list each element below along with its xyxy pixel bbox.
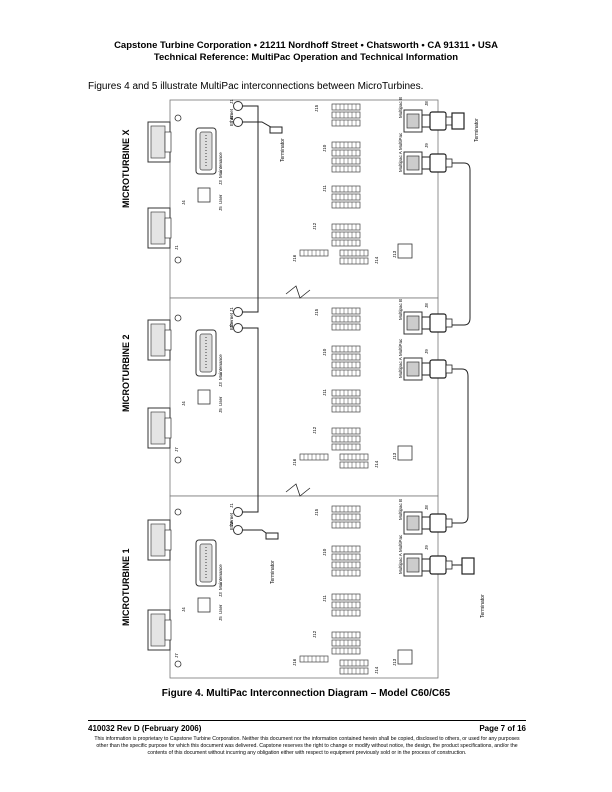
j8-label-2: J8 (424, 303, 429, 308)
j4-label-x: J4 (181, 200, 186, 205)
turbine-1-label: MICROTURBINE 1 (121, 548, 131, 626)
document-revision: 410032 Rev D (February 2006) (88, 724, 202, 733)
j10-label-1: J10 (322, 548, 327, 556)
j14-label-1: J14 (374, 666, 379, 674)
maintenance-label-1: Maintenance (218, 564, 223, 590)
header-line-2: Technical Reference: MultiPac Operation … (153, 52, 459, 63)
user-label-x: User (218, 194, 223, 204)
j14-label-2: J14 (374, 460, 379, 468)
j1-label-x-low: J1 (174, 245, 179, 250)
multipac-label-1: MultiPac (398, 534, 403, 552)
j13-label-2: J13 (392, 452, 397, 460)
j12-label-2: J12 (312, 426, 317, 434)
j1-label-x: J1 (229, 99, 234, 104)
multipac-b-label-x: Multipac B (398, 97, 403, 118)
j3-label-2: J3 (218, 382, 223, 387)
j12-label-x: J12 (312, 222, 317, 230)
j12-label-1: J12 (312, 630, 317, 638)
terminator-label-1-ethernet: Terminator (270, 560, 276, 584)
header-line-1: Capstone Turbine Corporation • 21211 Nor… (114, 40, 498, 51)
multipac-b-label-2: Multipac B (398, 299, 403, 320)
multipac-a-label-2: Multipac A (398, 357, 403, 378)
j4-label-2: J4 (181, 401, 186, 406)
break-mark-lower (285, 483, 311, 497)
cabling (242, 105, 471, 524)
j10-label-x: J10 (322, 144, 327, 152)
figure-caption: Figure 4. MultiPac Interconnection Diagr… (161, 688, 451, 699)
j11-label-x: J11 (322, 185, 327, 192)
page-number: Page 7 of 16 (479, 724, 526, 733)
break-mark-upper (285, 285, 311, 299)
j15-label-2: J15 (314, 308, 319, 316)
j11-label-2: J11 (322, 389, 327, 396)
terminator-label-x-multipac: Terminator (474, 118, 480, 142)
multipac-a-label-x: Multipac A (398, 151, 403, 172)
footer-divider (88, 720, 526, 721)
j5-label-2: J5 (218, 408, 223, 413)
user-label-1: User (218, 604, 223, 614)
terminator-label-1-multipac: Terminator (480, 594, 486, 618)
j16-label-1: J16 (292, 658, 297, 666)
microturbine-2-board: MICROTURBINE 2 J4 J7 Maintenance J3 User… (121, 297, 453, 497)
maintenance-label-x: Maintenance (218, 152, 223, 178)
j5-label-x: J5 (218, 206, 223, 211)
j8-label-1: J8 (424, 505, 429, 510)
j13-label-1: J13 (392, 658, 397, 666)
j14-label-x: J14 (374, 256, 379, 264)
j3-label-x: J3 (218, 180, 223, 185)
j15-label-x: J15 (314, 104, 319, 112)
j2-label-x: J2 (229, 115, 234, 120)
user-label-2: User (218, 396, 223, 406)
j13-label-x: J13 (392, 250, 397, 258)
j9-label-2: J9 (424, 349, 429, 354)
j7-label-2: J7 (174, 447, 179, 452)
j15-label-1: J15 (314, 508, 319, 516)
j16-label-x: J16 (292, 254, 297, 262)
proprietary-disclaimer: This information is proprietary to Capst… (94, 736, 520, 756)
j16-label-2: J16 (292, 458, 297, 466)
turbine-2-label: MICROTURBINE 2 (121, 334, 131, 412)
multipac-a-label-1: Multipac A (398, 553, 403, 574)
ethernet-label-x: Ethernet (229, 108, 234, 126)
j8-label-x: J8 (424, 101, 429, 106)
microturbine-1-board: MICROTURBINE 1 J4 J7 Maintenance J3 User… (121, 495, 486, 679)
j9-label-x: J9 (424, 143, 429, 148)
microturbine-x-board: MICROTURBINE X J4 J1 Maintenance J3 User… (121, 97, 480, 299)
multipac-label-x: MultiPac (398, 132, 403, 150)
j2-label-2: J2 (229, 323, 234, 328)
j10-label-2: J10 (322, 348, 327, 356)
ethernet-label-2: Ethernet (229, 312, 234, 330)
terminator-label-x-ethernet: Terminator (280, 138, 286, 162)
j1-label-1: J1 (229, 503, 234, 508)
j7-label-1: J7 (174, 653, 179, 658)
intro-paragraph: Figures 4 and 5 illustrate MultiPac inte… (88, 81, 424, 92)
ethernet-label-1: Ethernet (229, 512, 234, 530)
multipac-label-2: MultiPac (398, 338, 403, 356)
j4-label-1: J4 (181, 607, 186, 612)
j2-label-1: J2 (229, 521, 234, 526)
turbine-x-label: MICROTURBINE X (121, 130, 131, 209)
j11-label-1: J11 (322, 595, 327, 602)
j3-label-1: J3 (218, 592, 223, 597)
j5-label-1: J5 (218, 616, 223, 621)
j9-label-1: J9 (424, 545, 429, 550)
maintenance-label-2: Maintenance (218, 354, 223, 380)
multipac-b-label-1: Multipac B (398, 499, 403, 520)
j1-label-2: J1 (229, 307, 234, 312)
